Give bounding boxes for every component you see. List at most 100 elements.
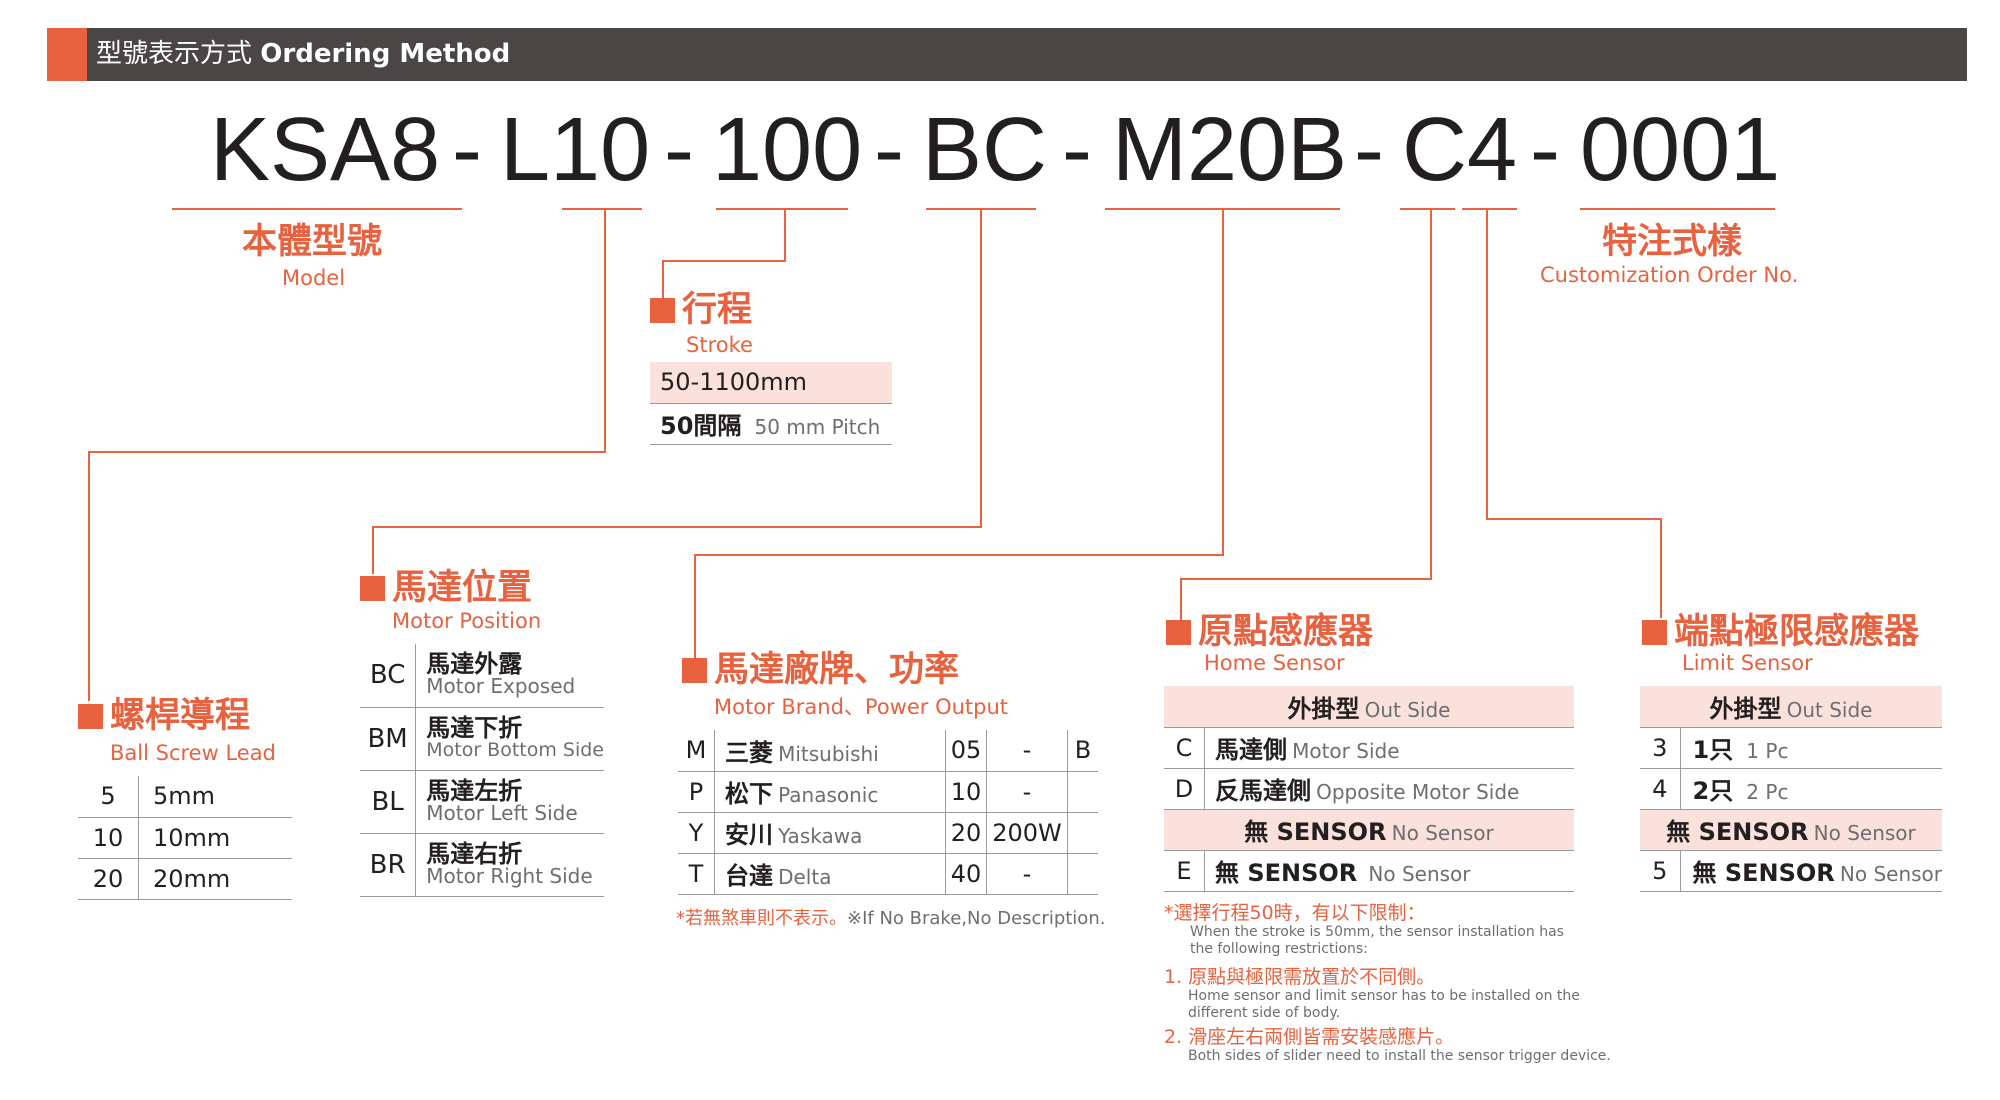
stroke-pitch-en: 50 mm Pitch [754, 415, 881, 439]
leader-line [1430, 208, 1432, 578]
motor-brand-marker [682, 658, 707, 683]
home-zh: 反馬達側 [1215, 777, 1311, 805]
stroke-table: 50-1100mm 50間隔 50 mm Pitch [650, 362, 892, 445]
leader-line [1180, 578, 1432, 580]
header-title-zh: 型號表示方式 [96, 39, 253, 69]
limit-en: 2 Pc [1746, 780, 1789, 804]
lead-marker [78, 704, 103, 729]
note-1-en: different side of body. [1188, 1005, 1341, 1021]
leader-line [694, 554, 696, 658]
power-value: - [986, 853, 1068, 895]
header-accent [47, 28, 87, 81]
leader-line [1486, 518, 1662, 520]
motor-position-en: Motor Bottom Side [426, 738, 604, 761]
leader-line [662, 260, 786, 262]
code-motor-position: BC [922, 100, 1048, 200]
power-value: - [986, 771, 1068, 813]
brand-zh: 台達 [725, 862, 773, 890]
code-custom: 0001 [1580, 100, 1781, 200]
home-none-en: No Sensor [1391, 821, 1494, 845]
motor-brand-note: *若無煞車則不表示。※If No Brake,No Description. [676, 904, 1105, 930]
code-sensors: C4 [1402, 100, 1518, 200]
motor-position-zh: 馬達下折 [426, 713, 523, 742]
motor-position-code: BC [360, 644, 417, 708]
leader-line [372, 526, 982, 528]
limit-none-zh: 無 SENSOR [1666, 818, 1809, 846]
lead-value: 10mm [138, 817, 292, 859]
leader-line [1486, 208, 1488, 518]
note-1-en: Home sensor and limit sensor has to be i… [1188, 988, 1580, 1004]
motor-brand-table: M 三菱 Mitsubishi 05 - B P 松下 Panasonic 10… [678, 730, 1098, 895]
limit-en: 1 Pc [1746, 739, 1789, 763]
home-none-zh: 無 SENSOR [1244, 818, 1387, 846]
header-title-en: Ordering Method [260, 39, 511, 69]
code-stroke: 100 [712, 100, 863, 200]
underline-custom [1580, 208, 1775, 210]
power-code: 20 [945, 812, 987, 854]
brake-note-zh: *若無煞車則不表示。 [676, 908, 847, 929]
motor-position-zh: 馬達左折 [426, 776, 523, 805]
code-sep: - [1062, 100, 1092, 200]
power-value: 200W [986, 812, 1068, 854]
note-2-zh: 2. 滑座左右兩側皆需安裝感應片。 [1164, 1026, 1455, 1048]
note-1-zh: 1. 原點與極限需放置於不同側。 [1164, 966, 1436, 988]
code-sep: - [1530, 100, 1560, 200]
motor-position-marker [360, 576, 385, 601]
leader-line [784, 208, 786, 260]
leader-line [1180, 578, 1182, 620]
model-subtitle: Model [282, 266, 346, 290]
motor-brand-title: 馬達廠牌、功率 [714, 650, 960, 690]
motor-position-subtitle: Motor Position [392, 609, 542, 633]
code-sep: - [1354, 100, 1384, 200]
brand-code: P [678, 771, 715, 813]
note-title-zh: *選擇行程50時，有以下限制： [1164, 902, 1426, 924]
home-zh: 馬達側 [1215, 736, 1287, 764]
motor-position-zh: 馬達右折 [426, 839, 523, 868]
custom-title: 特注式樣 [1602, 222, 1743, 262]
brake-empty-cell [1067, 853, 1098, 895]
lead-code: 10 [78, 817, 139, 859]
brake-empty-cell [1067, 771, 1098, 813]
brand-zh: 安川 [725, 821, 773, 849]
home-zh: 無 SENSOR [1215, 859, 1358, 887]
power-value: - [986, 730, 1068, 772]
home-code: D [1164, 768, 1205, 810]
brand-code: Y [678, 812, 715, 854]
underline-home [1400, 208, 1455, 210]
stroke-pitch-zh: 50間隔 [660, 412, 742, 440]
brand-en: Yaskawa [778, 824, 863, 848]
underline-model [172, 208, 462, 210]
motor-position-en: Motor Left Side [426, 800, 578, 825]
brand-zh: 松下 [725, 780, 773, 808]
limit-en: No Sensor [1839, 862, 1942, 886]
custom-subtitle: Customization Order No. [1540, 263, 1799, 287]
stroke-restrictions-note: *選擇行程50時，有以下限制： When the stroke is 50mm,… [1164, 902, 1611, 1065]
note-title-en: When the stroke is 50mm, the sensor inst… [1190, 924, 1564, 940]
home-en: Opposite Motor Side [1316, 780, 1520, 804]
lead-code: 20 [78, 858, 139, 900]
brake-empty-cell [1067, 812, 1098, 854]
limit-sensor-title: 端點極限感應器 [1674, 612, 1920, 652]
limit-zh: 無 SENSOR [1692, 859, 1835, 887]
limit-outside-zh: 外掛型 [1709, 694, 1782, 723]
underline-limit [1462, 208, 1517, 210]
limit-outside-en: Out Side [1786, 697, 1873, 722]
motor-position-en: Motor Exposed [426, 674, 576, 699]
home-code: E [1164, 850, 1205, 892]
leader-line [88, 451, 90, 701]
power-code: 10 [945, 771, 987, 813]
home-sensor-title: 原點感應器 [1198, 612, 1374, 652]
brake-code: B [1067, 730, 1098, 772]
note-title-en: the following restrictions: [1190, 941, 1368, 957]
limit-none-en: No Sensor [1813, 821, 1916, 845]
model-title: 本體型號 [242, 222, 383, 262]
brand-code: M [678, 730, 715, 772]
header-bar [47, 28, 1967, 81]
leader-line [372, 526, 374, 574]
leader-line [980, 208, 982, 526]
limit-code: 4 [1640, 768, 1681, 810]
home-outside-zh: 外掛型 [1287, 694, 1360, 723]
home-code: C [1164, 727, 1205, 769]
code-sep: - [874, 100, 904, 200]
